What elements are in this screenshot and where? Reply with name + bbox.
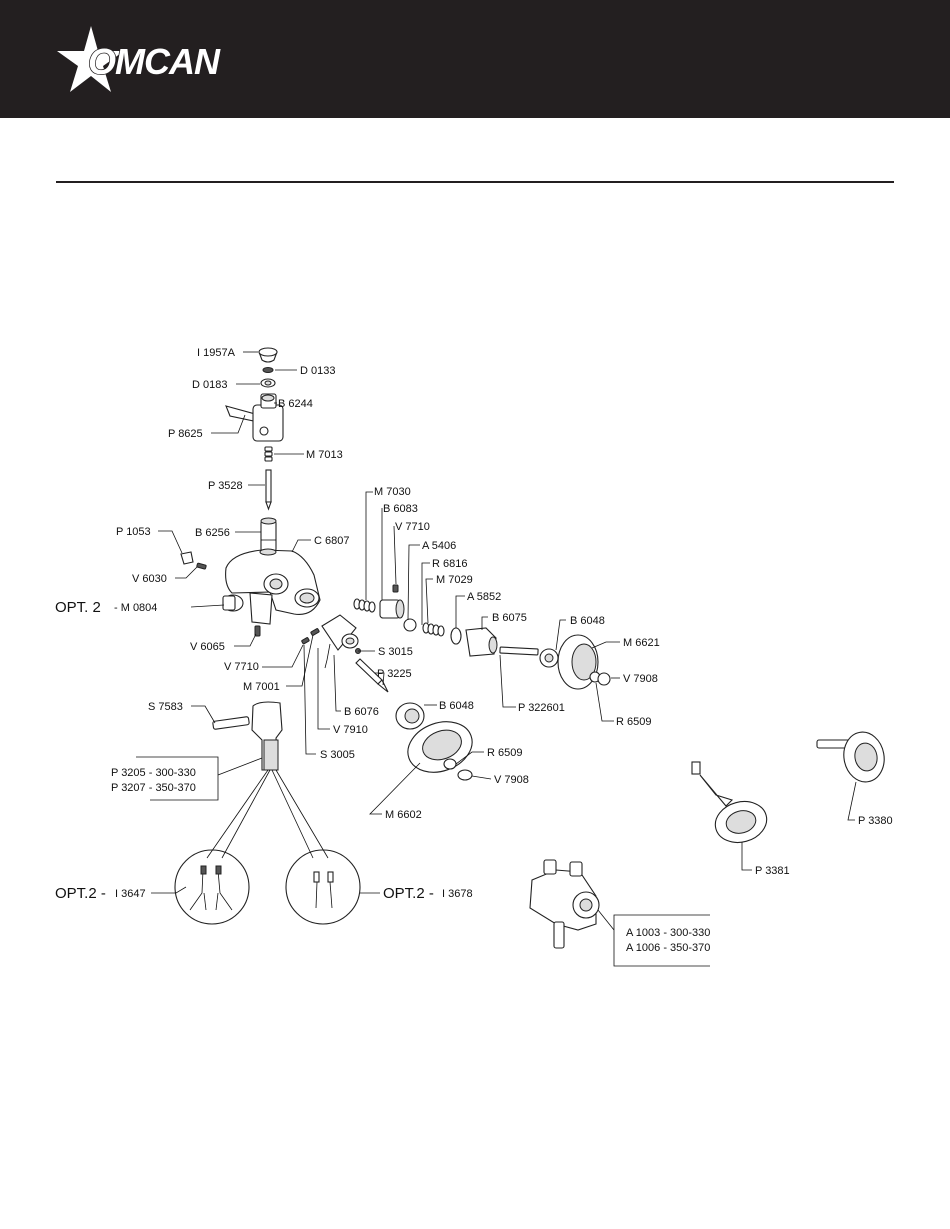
part-drawings xyxy=(174,347,885,949)
plug-part xyxy=(222,594,244,612)
ring-part xyxy=(403,618,417,632)
set-screw-part xyxy=(196,562,207,570)
label-p8625: P 8625 xyxy=(168,428,203,440)
label-opt2-c: OPT.2 - xyxy=(383,885,434,902)
label-p1053: P 1053 xyxy=(116,526,151,538)
label-m7001: M 7001 xyxy=(243,681,280,693)
label-r6816: R 6816 xyxy=(432,558,467,570)
label-m6621: M 6621 xyxy=(623,637,660,649)
label-i3678: I 3678 xyxy=(442,888,473,900)
label-b6256: B 6256 xyxy=(195,527,230,539)
lever-housing-part xyxy=(225,393,284,442)
o-ring-part xyxy=(450,627,462,645)
label-s3005: S 3005 xyxy=(320,749,355,761)
valve-body-part xyxy=(225,548,321,625)
steam-arm-part xyxy=(321,614,359,651)
label-v7908-b: V 7908 xyxy=(494,774,529,786)
bushing-part xyxy=(260,517,277,552)
label-b6075: B 6075 xyxy=(492,612,527,624)
label-m6602: M 6602 xyxy=(385,809,422,821)
part-labels: I 1957A D 0133 D 0183 B 6244 P 8625 M 70… xyxy=(55,347,893,954)
label-i3647: I 3647 xyxy=(115,888,146,900)
label-m7029: M 7029 xyxy=(436,574,473,586)
label-v7710-a: V 7710 xyxy=(224,661,259,673)
screw-head-part xyxy=(457,769,473,781)
label-i1957a: I 1957A xyxy=(197,347,236,359)
label-b6083: B 6083 xyxy=(383,503,418,515)
label-p3381: P 3381 xyxy=(755,865,790,877)
washer-part xyxy=(443,758,457,770)
label-v7910: V 7910 xyxy=(333,724,368,736)
spring-part xyxy=(264,446,273,462)
label-m7030: M 7030 xyxy=(374,486,411,498)
label-b6048-a: B 6048 xyxy=(570,615,605,627)
label-p3225: P 3225 xyxy=(377,668,412,680)
label-c6807: C 6807 xyxy=(314,535,349,547)
handwheel-part xyxy=(691,761,768,844)
label-m7013: M 7013 xyxy=(306,449,343,461)
label-a5852: A 5852 xyxy=(467,591,501,603)
star-icon xyxy=(57,26,124,92)
nut-part xyxy=(260,378,276,388)
label-d0183: D 0183 xyxy=(192,379,227,391)
label-v7710-b: V 7710 xyxy=(395,521,430,533)
label-v6030: V 6030 xyxy=(132,573,167,585)
label-opt2-b: OPT.2 - xyxy=(55,885,106,902)
handwheel-part xyxy=(557,634,599,690)
pin-part xyxy=(265,469,272,511)
detail-circle-left xyxy=(174,849,250,925)
small-spring-part xyxy=(310,628,320,636)
label-b6048-b: B 6048 xyxy=(439,700,474,712)
washer-part xyxy=(262,367,274,373)
bushing-part xyxy=(379,599,405,619)
pin-part xyxy=(212,716,250,730)
bushing-part xyxy=(465,627,498,657)
bearing-part xyxy=(539,648,559,668)
header-bar: OMCAN xyxy=(0,0,950,118)
label-m0804: - M 0804 xyxy=(114,602,157,614)
brand-wordmark: OMCAN xyxy=(88,41,221,82)
label-v6065: V 6065 xyxy=(190,641,225,653)
handwheel-part xyxy=(407,721,473,773)
shaft-part xyxy=(499,646,539,656)
section-divider xyxy=(56,181,894,183)
label-s7583: S 7583 xyxy=(148,701,183,713)
label-d0133: D 0133 xyxy=(300,365,335,377)
label-s3015: S 3015 xyxy=(378,646,413,658)
detail-circle-right xyxy=(285,849,361,925)
label-opt2-a: OPT. 2 xyxy=(55,599,101,616)
label-r6509-b: R 6509 xyxy=(487,747,522,759)
spring-part xyxy=(353,598,376,613)
label-a5406: A 5406 xyxy=(422,540,456,552)
bearing-part xyxy=(395,702,425,730)
omcan-logo: OMCAN xyxy=(57,26,223,92)
leader-lines xyxy=(136,351,857,967)
label-p3528: P 3528 xyxy=(208,480,243,492)
label-a1003: A 1003 - 300-330 xyxy=(626,927,710,939)
small-screw-part xyxy=(392,584,399,593)
small-screw-part xyxy=(301,637,310,645)
steam-wand-part xyxy=(251,701,283,771)
wire-part xyxy=(324,643,331,669)
label-p3380: P 3380 xyxy=(858,815,893,827)
needle-part xyxy=(355,658,389,693)
label-p3205: P 3205 - 300-330 xyxy=(111,767,196,779)
label-b6244: B 6244 xyxy=(278,398,313,410)
screw-part xyxy=(254,625,261,637)
cap-part xyxy=(180,551,194,565)
label-p322601: P 322601 xyxy=(518,702,565,714)
label-r6509-a: R 6509 xyxy=(616,716,651,728)
handwheel-part xyxy=(816,731,885,783)
screw-head-part xyxy=(597,672,611,686)
knob-part xyxy=(258,347,278,363)
label-v7908-a: V 7908 xyxy=(623,673,658,685)
label-p3207: P 3207 - 350-370 xyxy=(111,782,196,794)
label-a1006: A 1006 - 350-370 xyxy=(626,942,710,954)
valve-assembly-part xyxy=(529,859,600,949)
label-b6076: B 6076 xyxy=(344,706,379,718)
spring-part xyxy=(422,622,445,637)
